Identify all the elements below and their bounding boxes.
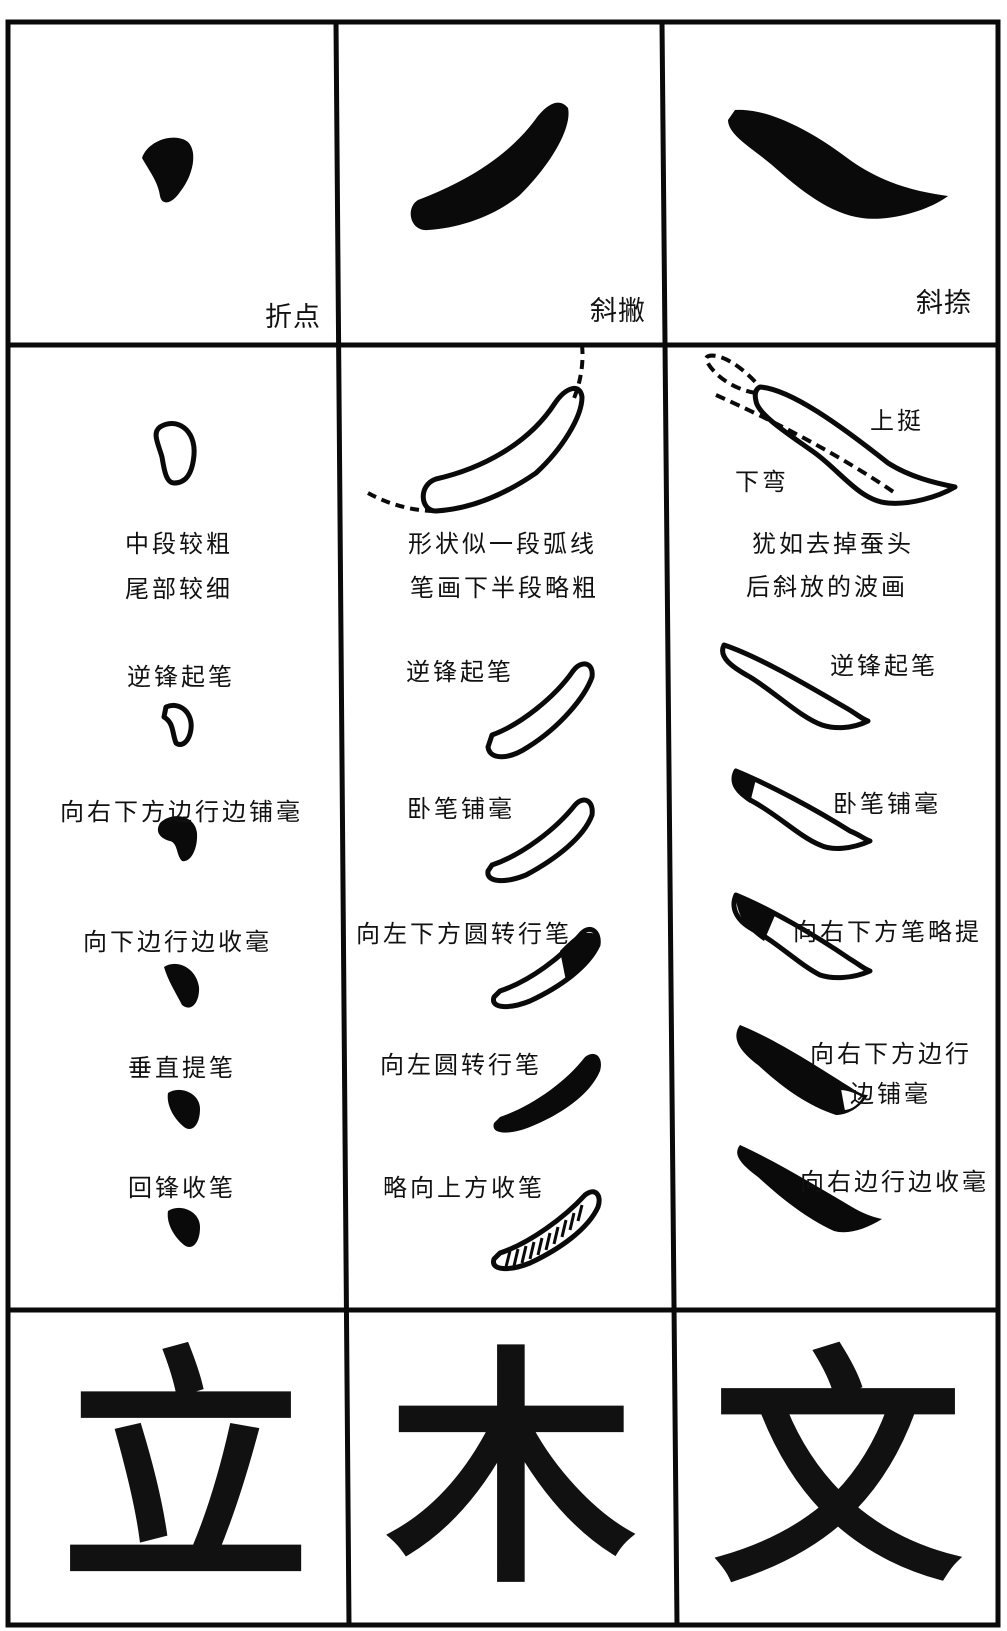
xiena-step-1: 逆锋起笔 [830, 652, 938, 680]
xiepie-step-3: 向左下方圆转行笔 [356, 920, 572, 948]
example-char-wen: 文 [712, 1323, 963, 1617]
xiena-desc-line-1: 犹如去掉蚕头 [752, 530, 914, 558]
zhedian-step-5: 回锋收笔 [128, 1174, 236, 1202]
zhedian-step-2: 向右下方边行边铺毫 [60, 798, 303, 826]
zhedian-title: 折点 [265, 302, 321, 333]
zhedian-step-3: 向下边行边收毫 [83, 928, 272, 956]
zhedian-step-1: 逆锋起笔 [127, 663, 235, 691]
example-char-li: 立 [60, 1323, 311, 1617]
zhedian-desc-line-1: 中段较粗 [125, 530, 233, 558]
xiepie-step-1-diagram [485, 661, 595, 760]
xiena-title: 斜捺 [916, 288, 972, 319]
xiena-step-2-diagram [731, 768, 873, 851]
xiepie-title: 斜撇 [590, 296, 646, 327]
xiena-label-shangting: 上挺 [870, 407, 924, 435]
example-char-mu: 木 [386, 1323, 636, 1617]
xiena-stroke-sample [728, 109, 948, 219]
xiepie-step-3-fill [560, 932, 598, 981]
xiena-step-4: 向右下方边行 [810, 1040, 972, 1068]
xiena-label-xiawan: 下弯 [735, 468, 789, 496]
xiepie-step-4: 向左圆转行笔 [380, 1051, 542, 1079]
xiena-outline [752, 384, 958, 506]
xiepie-outline [420, 386, 585, 514]
zhedian-step-5-diagram [167, 1207, 200, 1247]
xiepie-arc-guide-bottom [367, 491, 437, 513]
xiena-step-4b: 边铺毫 [850, 1080, 931, 1108]
zhedian-step-2-diagram [157, 816, 198, 862]
xiena-dashed-guide [715, 393, 897, 495]
xiepie-step-5: 略向上方收笔 [383, 1174, 545, 1202]
xiena-step-3-fill [736, 895, 776, 941]
xiepie-desc-line-1: 形状似一段弧线 [408, 530, 597, 558]
xiena-step-2-fill [734, 771, 756, 803]
zhedian-desc-line-2: 尾部较细 [125, 575, 233, 603]
xiepie-desc-line-2: 笔画下半段略粗 [410, 574, 599, 602]
xiepie-arc-guide-top [570, 345, 585, 404]
xiepie-step-4-diagram [493, 1053, 601, 1133]
xiena-step-4-diagram [736, 1025, 868, 1115]
xiena-step-5: 向右边行边收毫 [800, 1168, 989, 1196]
xiena-step-3: 向右下方笔略提 [793, 918, 982, 946]
stroke-diagrams [153, 345, 958, 1271]
stroke-samples [142, 102, 948, 231]
xiena-step-1-diagram [720, 642, 871, 731]
xiepie-step-1: 逆锋起笔 [406, 658, 514, 686]
zhedian-step-4-diagram [167, 1089, 200, 1129]
zhedian-outline [153, 421, 197, 486]
xiepie-step-3-diagram [491, 927, 601, 1009]
zhedian-step-3-diagram [164, 963, 200, 1008]
xiena-step-4-white-tip [838, 1087, 866, 1113]
xiepie-step-2-diagram [485, 797, 595, 883]
xiepie-step-5-diagram [491, 1189, 602, 1271]
zhedian-step-1-diagram [161, 703, 194, 747]
xiepie-step-2: 卧笔铺毫 [407, 795, 515, 823]
xiena-step-5-diagram [737, 1145, 882, 1233]
zhedian-stroke-sample [142, 137, 194, 203]
xiena-step-2: 卧笔铺毫 [833, 790, 941, 818]
zhedian-step-4: 垂直提笔 [128, 1054, 236, 1082]
xiena-dashed-head [703, 353, 762, 395]
xiena-desc-line-2: 后斜放的波画 [746, 573, 908, 601]
xiepie-stroke-sample [410, 102, 569, 231]
